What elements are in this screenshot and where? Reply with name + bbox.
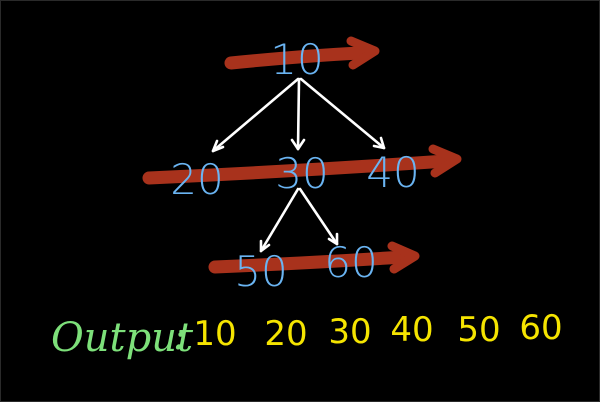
output-value: 50: [457, 310, 500, 350]
node-level1-2: 30: [275, 149, 328, 198]
output-value: 10: [193, 314, 236, 354]
output-value: 40: [390, 310, 433, 350]
output-value: 30: [328, 312, 371, 352]
edge-10-20: [211, 77, 300, 153]
output-line: Output : 10 20 30 40 50 60: [51, 308, 563, 361]
output-value: 60: [519, 308, 562, 348]
node-level1-3: 40: [366, 148, 419, 197]
level-2-arrow: [208, 241, 420, 274]
output-value: 20: [264, 314, 307, 354]
output-label: Output: [51, 315, 194, 361]
output-values: 10 20 30 40 50 60: [193, 308, 562, 354]
level-1-arrow: [142, 144, 462, 185]
tree-edges: [211, 77, 386, 253]
edge-10-30: [290, 77, 306, 151]
level-0-arrow: [224, 36, 380, 70]
node-level2-2: 60: [324, 238, 377, 287]
edge-30-50: [259, 187, 300, 253]
node-level1-1: 20: [170, 155, 223, 204]
level-arrows: [142, 36, 462, 274]
node-root: 10: [270, 35, 323, 84]
node-level2-1: 50: [234, 247, 287, 296]
edge-10-40: [299, 77, 386, 150]
edge-30-60: [298, 187, 339, 246]
tree-nodes: 10 20 30 40 50 60: [170, 35, 419, 296]
output-separator: :: [173, 313, 186, 359]
